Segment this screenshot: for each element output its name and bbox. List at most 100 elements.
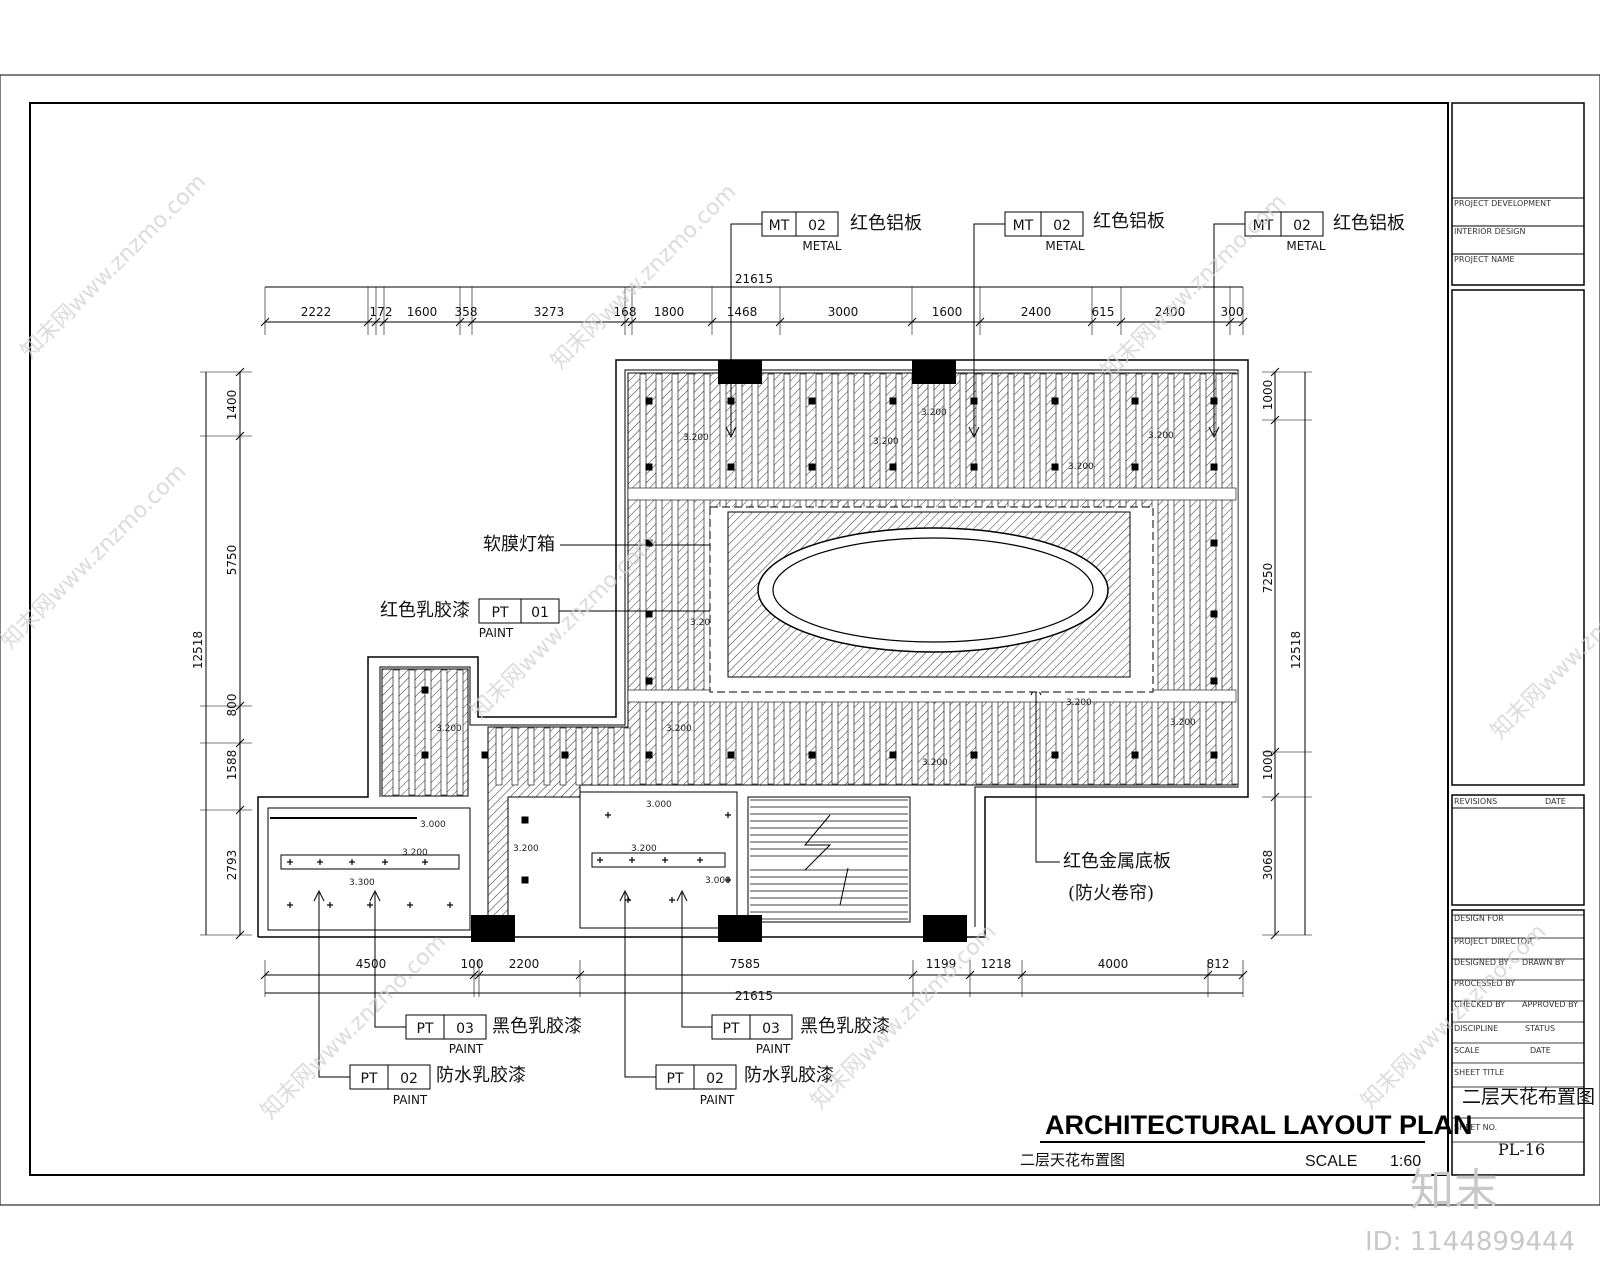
spot-light: [367, 902, 373, 908]
lower-rooms: [267, 791, 911, 931]
downlight: [481, 751, 489, 759]
dim-left-seg: 5750: [225, 545, 239, 576]
downlight: [1051, 751, 1059, 759]
dim-top-seg: 358: [455, 305, 478, 319]
tag-description: 防水乳胶漆: [744, 1065, 834, 1086]
strip-gap: [392, 669, 400, 796]
tb-row-text: PROJECT DEVELOPMENT: [1454, 199, 1551, 208]
tb-row-text: INTERIOR DESIGN: [1454, 227, 1525, 236]
tb-row-text: DATE: [1545, 797, 1566, 806]
elevation-mark: 3.200: [1066, 698, 1092, 708]
plan-title: ARCHITECTURAL LAYOUT PLAN: [1045, 1110, 1473, 1140]
tag-material: PAINT: [393, 1093, 428, 1107]
tag-description: 红色铝板: [1093, 211, 1165, 232]
tag-code: PT: [667, 1071, 684, 1087]
tag-material: METAL: [802, 239, 842, 253]
scale-label: SCALE: [1305, 1153, 1357, 1170]
tb-row-text: SHEET NO.: [1454, 1123, 1497, 1132]
downlight: [645, 751, 653, 759]
dim-top-seg: 1600: [932, 305, 963, 319]
scale-value: 1:60: [1390, 1153, 1421, 1170]
tb-row-text: APPROVED BY: [1522, 1000, 1578, 1009]
dim-top-seg: 2400: [1155, 305, 1186, 319]
elevation-mark: 3.000: [705, 876, 731, 886]
downlight: [1131, 397, 1139, 405]
dim-right-seg: 3068: [1261, 850, 1275, 881]
columns: [471, 360, 967, 942]
dim-left-seg: 800: [225, 694, 239, 717]
material-tag: PT 02 PAINT 防水乳胶漆: [313, 889, 526, 1107]
downlight: [727, 463, 735, 471]
tb-row-text: DATE: [1530, 1046, 1551, 1055]
downlight: [889, 463, 897, 471]
strip-gap: [511, 727, 519, 786]
dim-bottom-seg: 100: [461, 957, 484, 971]
material-tag: PT 02 PAINT 防水乳胶漆: [619, 889, 834, 1107]
downlight: [1131, 463, 1139, 471]
tag-number: 02: [400, 1071, 418, 1087]
title-block: PROJECT DEVELOPMENT INTERIOR DESIGN PROJ…: [1451, 102, 1595, 1176]
tag-code: PT: [417, 1021, 434, 1037]
elevation-mark: 3.200: [436, 724, 462, 734]
strip-gap: [424, 669, 432, 796]
dim-top-seg: 1468: [727, 305, 758, 319]
sheet-number: PL-16: [1498, 1140, 1545, 1159]
strip-gap: [591, 727, 599, 786]
dim-top-seg: 172: [370, 305, 393, 319]
dim-overall-left: 12518: [191, 631, 205, 669]
tb-row-text: DISCIPLINE: [1454, 1024, 1498, 1033]
downlight: [970, 463, 978, 471]
material-tag: PT 03 PAINT 黑色乳胶漆: [369, 889, 582, 1056]
dim-top-seg: 3273: [534, 305, 565, 319]
downlight: [421, 686, 429, 694]
tag-description: 红色铝板: [850, 213, 922, 234]
tag-description: 红色铝板: [1333, 213, 1405, 234]
tb-row-text: REVISIONS: [1454, 797, 1497, 806]
watermark-logo: 知末: [1410, 1165, 1498, 1216]
tag-code: PT: [723, 1021, 740, 1037]
strip-gap: [607, 727, 615, 786]
dim-overall-bottom: 21615: [735, 989, 773, 1003]
dim-top-seg: 1600: [407, 305, 438, 319]
tag-material: METAL: [1045, 239, 1085, 253]
strip-gap: [440, 669, 448, 796]
elevation-mark: 3.200: [921, 408, 947, 418]
downlight: [1131, 751, 1139, 759]
spot-light: [669, 897, 675, 903]
downlight: [1210, 539, 1218, 547]
downlight: [970, 751, 978, 759]
building-outline: [257, 359, 1249, 938]
strip-gap: [687, 373, 695, 785]
fire-shutter-note-2: (防火卷帘): [1068, 883, 1154, 904]
tag-code: PT: [361, 1071, 378, 1087]
downlight: [808, 751, 816, 759]
watermark-id: ID: 1144899444: [1365, 1227, 1575, 1257]
elevation-mark: 3.200: [631, 844, 657, 854]
downlight: [645, 463, 653, 471]
spot-light: [287, 902, 293, 908]
elevation-mark: 3.200: [1068, 462, 1094, 472]
tb-row-text: PROJECT DIRECTOR: [1454, 937, 1533, 946]
elevation-mark: 3.200: [402, 848, 428, 858]
tag-code: MT: [769, 218, 790, 234]
elevation-mark: 3.200: [683, 433, 709, 443]
tag-code: PT: [492, 605, 509, 621]
sheet-border: [0, 74, 1600, 1206]
strip-gap: [527, 727, 535, 786]
tb-row-text: CHECKED BY: [1454, 1000, 1505, 1009]
downlight: [645, 677, 653, 685]
tb-row-text: STATUS: [1525, 1024, 1555, 1033]
spot-light: [407, 902, 413, 908]
downlight: [645, 397, 653, 405]
dim-left-seg: 1588: [225, 750, 239, 781]
dim-top-seg: 615: [1092, 305, 1115, 319]
downlight: [645, 539, 653, 547]
downlight: [1210, 751, 1218, 759]
dim-right-seg: 1000: [1261, 750, 1275, 781]
downlight: [421, 751, 429, 759]
material-tag: MT 02 METAL 红色铝板: [1208, 211, 1405, 439]
dim-top-seg: 2222: [301, 305, 332, 319]
spot-light: [597, 857, 603, 863]
column: [471, 915, 515, 942]
